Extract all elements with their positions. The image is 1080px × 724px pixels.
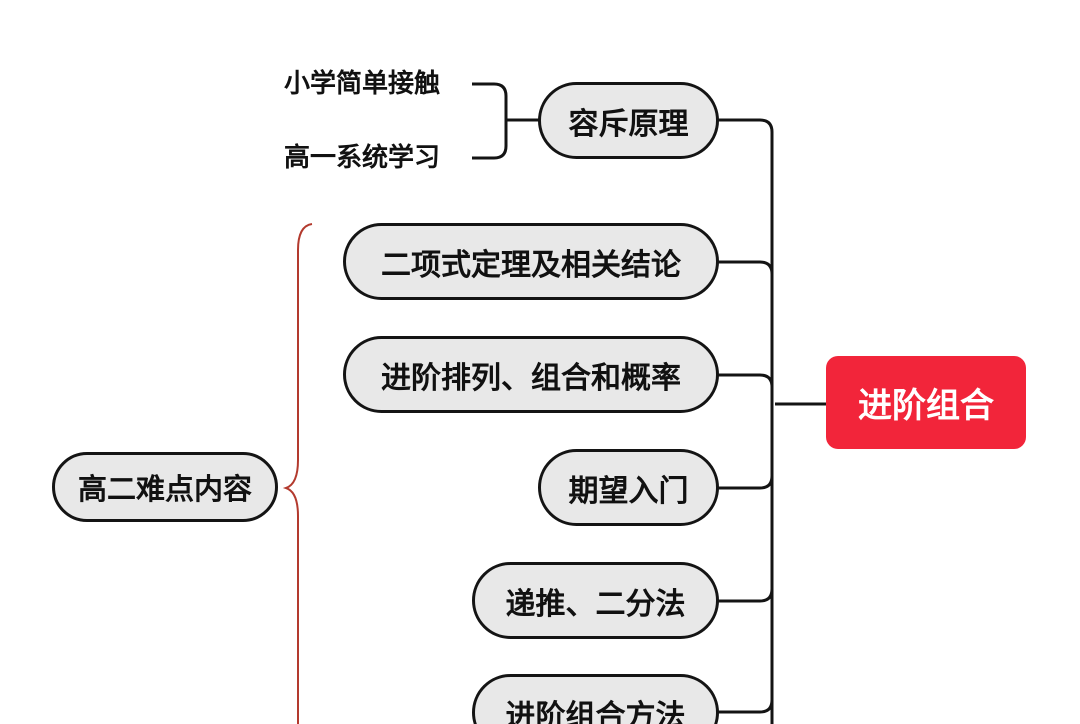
sub-topic-primary-school[interactable]: 小学简单接触 xyxy=(284,71,440,97)
branch-node-recursion-bisection[interactable]: 递推、二分法 xyxy=(472,562,719,639)
branch-node-label: 二项式定理及相关结论 xyxy=(381,247,681,283)
branch-connector-5 xyxy=(718,588,774,603)
branch-node-expectation[interactable]: 期望入门 xyxy=(538,449,719,526)
branch-connector-4 xyxy=(718,475,774,490)
sub-topic-label: 高一系统学习 xyxy=(284,143,441,173)
sub-topic-senior-one[interactable]: 高一系统学习 xyxy=(284,145,440,171)
branch-node-label: 递推、二分法 xyxy=(505,586,686,622)
branch-node-label: 期望入门 xyxy=(568,473,689,509)
sub-topic-label: 小学简单接触 xyxy=(284,69,441,99)
branch-connector-3 xyxy=(718,373,774,388)
root-node[interactable]: 进阶组合 xyxy=(826,356,1026,449)
branch-node-advanced-methods[interactable]: 进阶组合方法 xyxy=(472,674,719,724)
branch-connector-6 xyxy=(718,699,774,714)
summary-brace xyxy=(282,223,313,724)
branch-node-label: 进阶组合方法 xyxy=(505,698,686,724)
branch-connector-1 xyxy=(718,118,774,133)
summary-node[interactable]: 高二难点内容 xyxy=(52,452,278,522)
root-node-label: 进阶组合 xyxy=(858,386,994,426)
branch-node-label: 进阶排列、组合和概率 xyxy=(381,360,681,396)
branch-node-binomial-theorem[interactable]: 二项式定理及相关结论 xyxy=(343,223,719,300)
branch-connector-2 xyxy=(718,260,774,275)
branch-node-inclusion-exclusion[interactable]: 容斥原理 xyxy=(538,82,719,159)
branch-node-label: 容斥原理 xyxy=(568,106,689,142)
branch-node-advanced-permutation[interactable]: 进阶排列、组合和概率 xyxy=(343,336,719,413)
sub-bracket xyxy=(472,82,540,160)
summary-node-label: 高二难点内容 xyxy=(77,472,252,506)
